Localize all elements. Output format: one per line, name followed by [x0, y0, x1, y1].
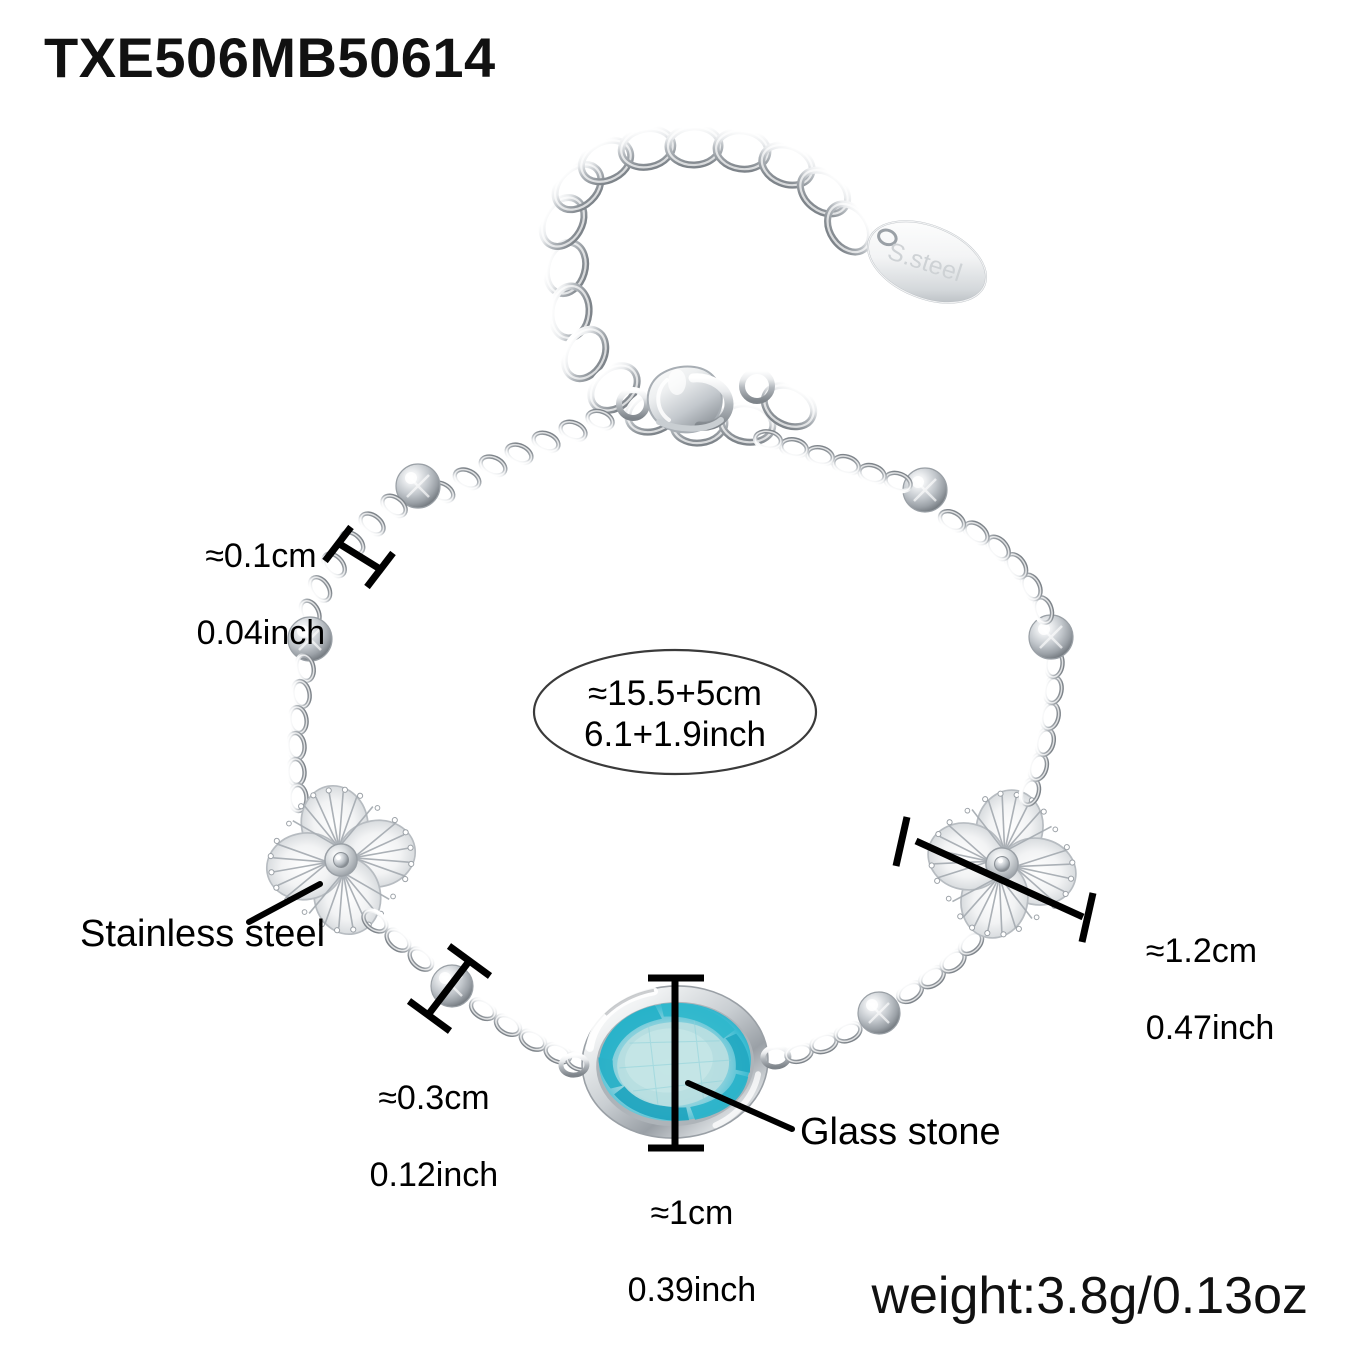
chain-right: [754, 429, 1074, 807]
weight-label: weight:3.8g/0.13oz: [871, 1267, 1308, 1325]
stone-size-cm: ≈1cm: [650, 1193, 734, 1232]
bead-size-inch: 0.12inch: [369, 1156, 499, 1195]
measure-stone-size: [648, 974, 704, 1152]
flower-size-cm: ≈1.2cm: [1145, 931, 1258, 970]
sku-title: TXE506MB50614: [44, 26, 496, 89]
chain-thickness-cm: ≈0.1cm: [205, 536, 317, 575]
material-label: Stainless steel: [80, 913, 326, 955]
callout-stone-size: ≈1cm 0.39inch: [573, 1155, 773, 1349]
stone-size-inch: 0.39inch: [627, 1271, 757, 1310]
chain-thickness-inch: 0.04inch: [196, 614, 326, 653]
callout-bead-size: ≈0.3cm 0.12inch: [315, 1040, 515, 1234]
s-steel-tag: S.steel: [866, 220, 988, 304]
measure-chain-thickness: [322, 524, 396, 590]
callout-flower-size: ≈1.2cm 0.47inch: [1108, 893, 1338, 1087]
measure-flower-size: [892, 816, 1097, 943]
flower-charm-right: [912, 774, 1092, 955]
stone-label: Glass stone: [800, 1111, 1001, 1153]
flower-size-inch: 0.47inch: [1145, 1009, 1275, 1048]
callout-chain-thickness: ≈0.1cm 0.04inch: [152, 498, 332, 692]
measure-bead-size: [406, 943, 493, 1034]
size-bubble: ≈15.5+5cm 6.1+1.9inch: [534, 650, 816, 774]
length-inch: 6.1+1.9inch: [584, 714, 766, 754]
leader-glass-stone: [685, 1080, 795, 1132]
length-cm: ≈15.5+5cm: [588, 674, 762, 713]
chain-left: [286, 408, 615, 812]
lobster-clasp: [616, 365, 775, 434]
chain-bottom-right: [784, 928, 986, 1065]
leader-stainless-steel: [246, 881, 323, 925]
bead-size-cm: ≈0.3cm: [378, 1078, 490, 1117]
size-bubble-outline: [532, 648, 818, 776]
